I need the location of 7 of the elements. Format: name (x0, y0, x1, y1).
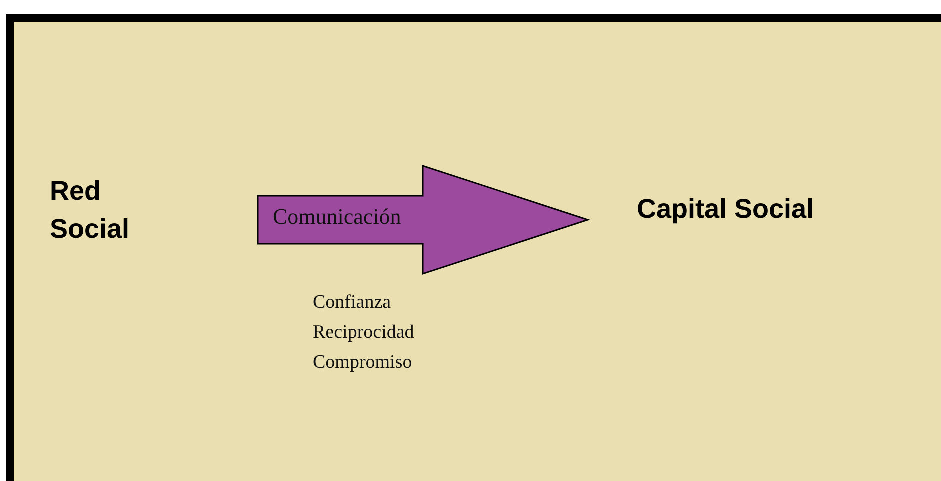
text-label: Confianza (313, 291, 392, 315)
edge-label: Comunicación (273, 204, 402, 230)
block-arrow (257, 164, 590, 276)
node-label: Capital Social (637, 193, 814, 226)
text-label: Reciprocidad (313, 321, 414, 345)
text-label: Compromiso (313, 351, 412, 375)
node-label: Red Social (50, 175, 131, 246)
